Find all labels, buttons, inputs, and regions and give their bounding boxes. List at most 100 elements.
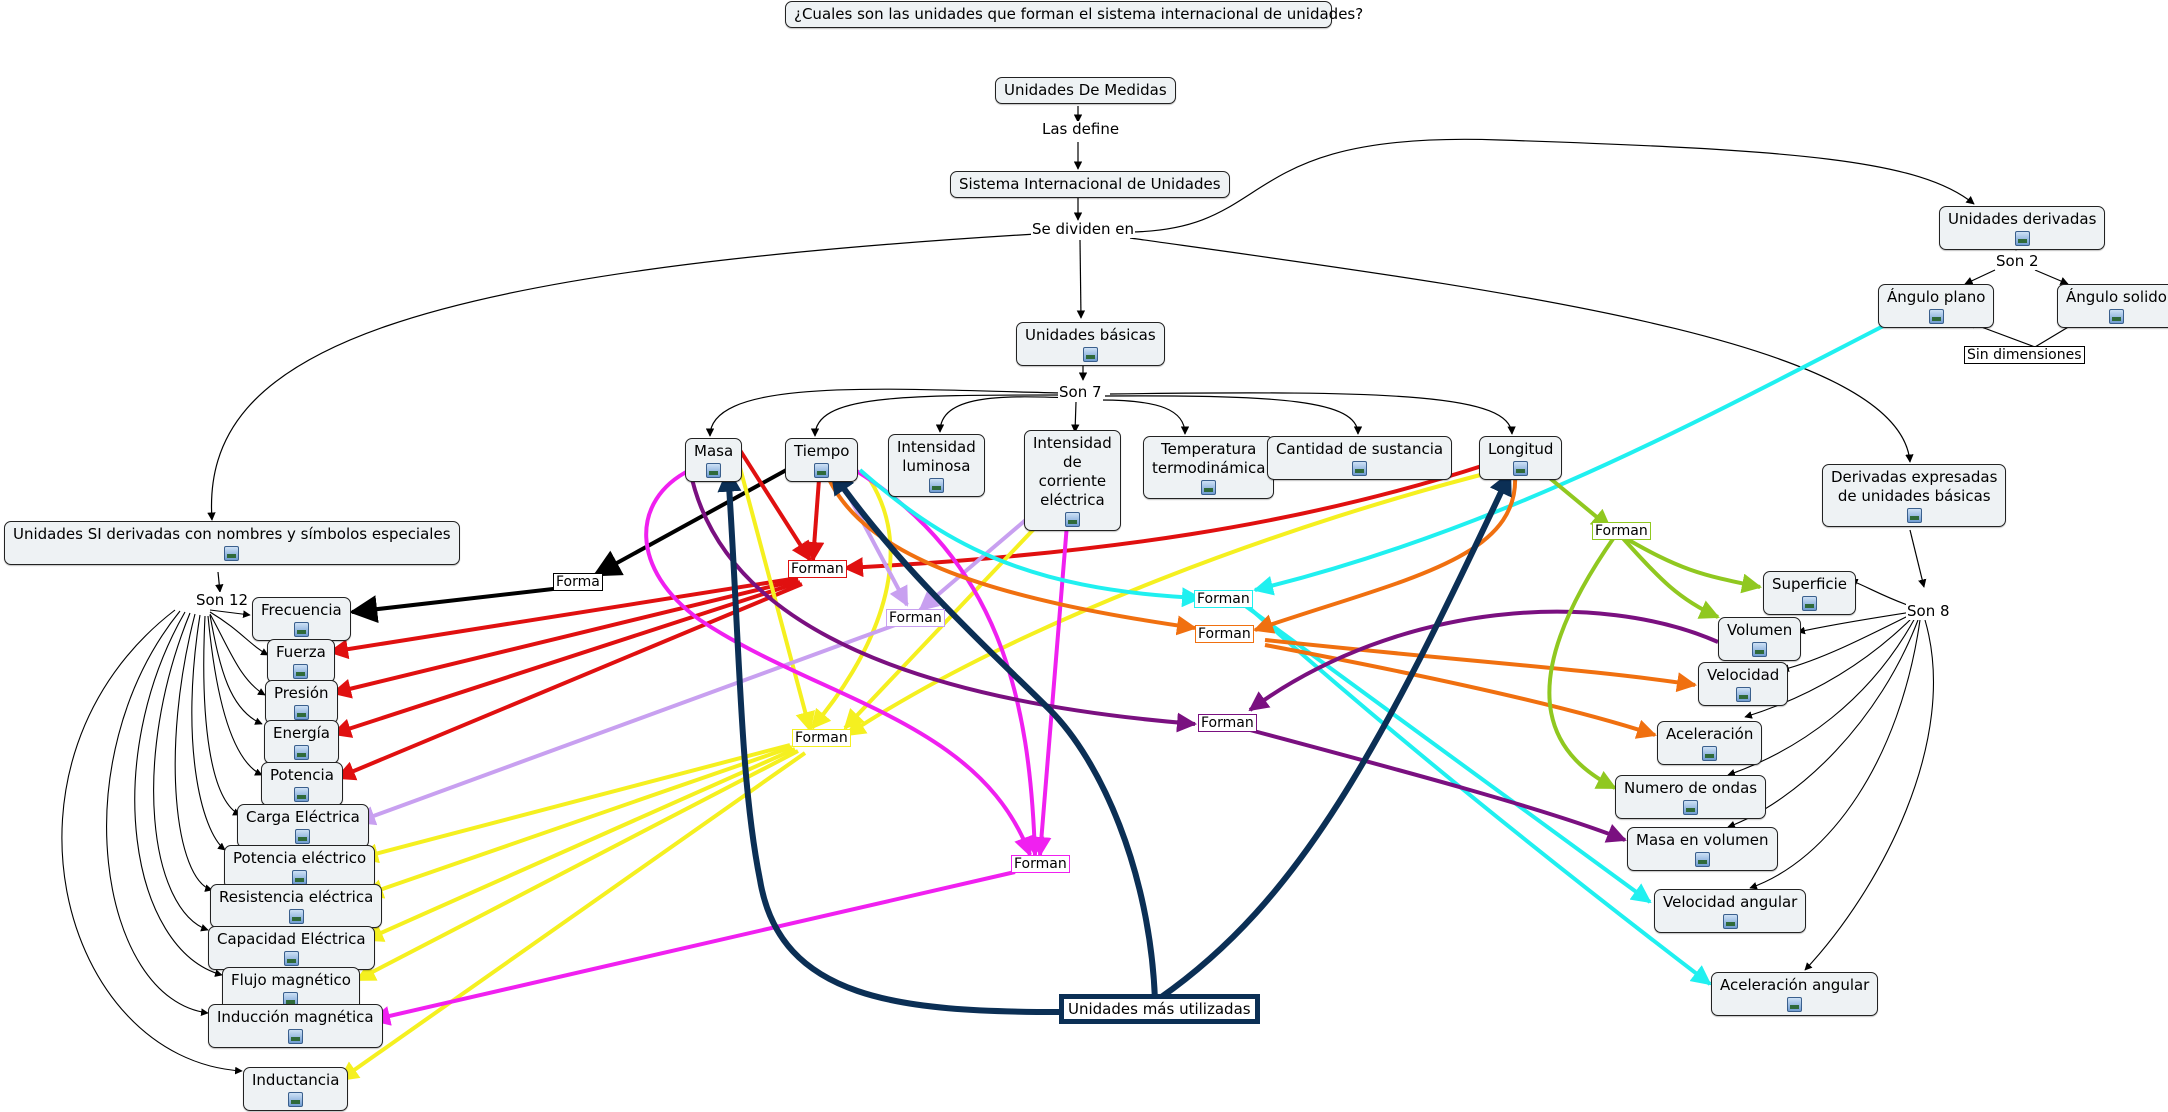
node-unidades-si-especiales[interactable]: Unidades SI derivadas con nombres y símb… [4, 521, 460, 565]
node-intensidad-corriente[interactable]: Intensidad de corriente eléctrica [1024, 430, 1121, 531]
image-icon[interactable] [2108, 309, 2124, 324]
node-masa-en-volumen[interactable]: Masa en volumen [1627, 827, 1778, 871]
image-icon[interactable] [293, 664, 309, 679]
node-potencia-electrico[interactable]: Potencia eléctrico [224, 845, 376, 889]
label-forma: Forma [553, 573, 603, 591]
node-potencia-electrico-text: Potencia eléctrico [233, 849, 367, 867]
node-resistencia-electrica[interactable]: Resistencia eléctrica [210, 884, 383, 928]
node-angulo-plano-text: Ángulo plano [1887, 288, 1986, 306]
node-derivadas-expresadas-line1: Derivadas expresadas [1831, 468, 1998, 486]
image-icon[interactable] [1201, 480, 1217, 495]
node-longitud[interactable]: Longitud [1479, 436, 1563, 480]
node-unidades-de-medidas[interactable]: Unidades De Medidas [995, 77, 1176, 104]
node-masa-en-volumen-text: Masa en volumen [1636, 831, 1769, 849]
label-forman-yellow: Forman [792, 729, 851, 747]
image-icon[interactable] [287, 1029, 303, 1044]
image-icon[interactable] [814, 463, 830, 478]
image-icon[interactable] [292, 870, 308, 885]
image-icon[interactable] [283, 951, 299, 966]
node-angulo-plano[interactable]: Ángulo plano [1878, 284, 1995, 328]
node-unidades-basicas-text: Unidades básicas [1025, 326, 1156, 344]
image-icon[interactable] [1802, 596, 1818, 611]
node-superficie[interactable]: Superficie [1763, 571, 1857, 615]
node-intensidad-luminosa-line1: Intensidad [897, 438, 976, 456]
node-energia[interactable]: Energía [264, 720, 339, 764]
image-icon[interactable] [293, 705, 309, 720]
node-cantidad-sustancia-text: Cantidad de sustancia [1276, 440, 1444, 458]
image-icon[interactable] [1735, 687, 1751, 702]
node-frecuencia-text: Frecuencia [261, 601, 342, 619]
node-temperatura[interactable]: Temperatura termodinámica [1143, 436, 1275, 499]
node-tiempo-text: Tiempo [794, 442, 850, 460]
node-intensidad-luminosa[interactable]: Intensidad luminosa [888, 434, 985, 497]
node-volumen[interactable]: Volumen [1718, 617, 1802, 661]
node-induccion-magnetica-text: Inducción magnética [217, 1008, 374, 1026]
node-derivadas-expresadas-line2: de unidades básicas [1837, 487, 1991, 505]
image-icon[interactable] [295, 829, 311, 844]
image-icon[interactable] [1064, 512, 1080, 527]
node-unidades-basicas[interactable]: Unidades básicas [1016, 322, 1165, 366]
label-forman-orange: Forman [1195, 625, 1254, 643]
node-inductancia[interactable]: Inductancia [243, 1067, 349, 1111]
image-icon[interactable] [224, 546, 240, 561]
image-icon[interactable] [294, 745, 309, 760]
node-cantidad-sustancia[interactable]: Cantidad de sustancia [1267, 436, 1453, 480]
node-tiempo[interactable]: Tiempo [785, 438, 859, 482]
image-icon[interactable] [1082, 347, 1098, 362]
node-unidades-mas-utilizadas[interactable]: Unidades más utilizadas [1059, 994, 1260, 1024]
node-induccion-magnetica[interactable]: Inducción magnética [208, 1004, 383, 1048]
node-carga-electrica[interactable]: Carga Eléctrica [237, 804, 369, 848]
node-velocidad-text: Velocidad [1707, 666, 1780, 684]
label-forman-green: Forman [1592, 522, 1651, 540]
node-resistencia-electrica-text: Resistencia eléctrica [219, 888, 374, 906]
node-aceleracion-angular[interactable]: Aceleración angular [1711, 972, 1879, 1016]
image-icon[interactable] [706, 463, 722, 478]
image-icon[interactable] [1928, 309, 1944, 324]
node-carga-electrica-text: Carga Eléctrica [246, 808, 360, 826]
image-icon[interactable] [1752, 642, 1768, 657]
node-aceleracion[interactable]: Aceleración [1657, 721, 1763, 765]
node-temperatura-line2: termodinámica [1152, 459, 1266, 477]
node-frecuencia[interactable]: Frecuencia [252, 597, 351, 641]
node-numero-de-ondas[interactable]: Numero de ondas [1615, 775, 1767, 819]
image-icon[interactable] [1702, 746, 1718, 761]
image-icon[interactable] [1352, 461, 1368, 476]
image-icon[interactable] [1683, 800, 1699, 815]
image-icon[interactable] [288, 1092, 304, 1107]
image-icon[interactable] [1906, 508, 1922, 523]
image-icon[interactable] [1722, 914, 1738, 929]
label-se-dividen-en: Se dividen en [1031, 220, 1136, 238]
image-icon[interactable] [1694, 852, 1710, 867]
node-superficie-text: Superficie [1772, 575, 1848, 593]
image-icon[interactable] [288, 909, 304, 924]
node-intensidad-corriente-line2: de [1063, 453, 1082, 471]
node-numero-de-ondas-text: Numero de ondas [1624, 779, 1758, 797]
node-presion[interactable]: Presión [265, 680, 338, 724]
node-fuerza-text: Fuerza [276, 643, 326, 661]
image-icon[interactable] [294, 787, 310, 802]
node-intensidad-luminosa-line2: luminosa [902, 457, 971, 475]
node-sistema-internacional[interactable]: Sistema Internacional de Unidades [950, 171, 1230, 198]
map-title: ¿Cuales son las unidades que forman el s… [785, 1, 1363, 28]
label-forman-magenta: Forman [1011, 855, 1070, 873]
node-potencia[interactable]: Potencia [261, 762, 343, 806]
node-capacidad-electrica[interactable]: Capacidad Eléctrica [208, 926, 375, 970]
node-unidades-derivadas[interactable]: Unidades derivadas [1939, 206, 2106, 250]
image-icon[interactable] [1513, 461, 1529, 476]
node-fuerza[interactable]: Fuerza [267, 639, 335, 683]
label-son-7: Son 7 [1058, 383, 1103, 401]
node-temperatura-line1: Temperatura [1161, 440, 1257, 458]
label-son-2: Son 2 [1995, 252, 2040, 270]
node-masa-text: Masa [694, 442, 734, 460]
image-icon[interactable] [928, 478, 944, 493]
node-masa[interactable]: Masa [685, 438, 743, 482]
node-velocidad[interactable]: Velocidad [1698, 662, 1789, 706]
node-unidades-derivadas-text: Unidades derivadas [1948, 210, 2097, 228]
image-icon[interactable] [1787, 997, 1803, 1012]
node-derivadas-expresadas[interactable]: Derivadas expresadas de unidades básicas [1822, 464, 2007, 527]
node-velocidad-angular-text: Velocidad angular [1663, 893, 1798, 911]
image-icon[interactable] [2014, 231, 2030, 246]
node-velocidad-angular[interactable]: Velocidad angular [1654, 889, 1807, 933]
image-icon[interactable] [293, 622, 309, 637]
node-angulo-solido[interactable]: Ángulo solido [2057, 284, 2168, 328]
